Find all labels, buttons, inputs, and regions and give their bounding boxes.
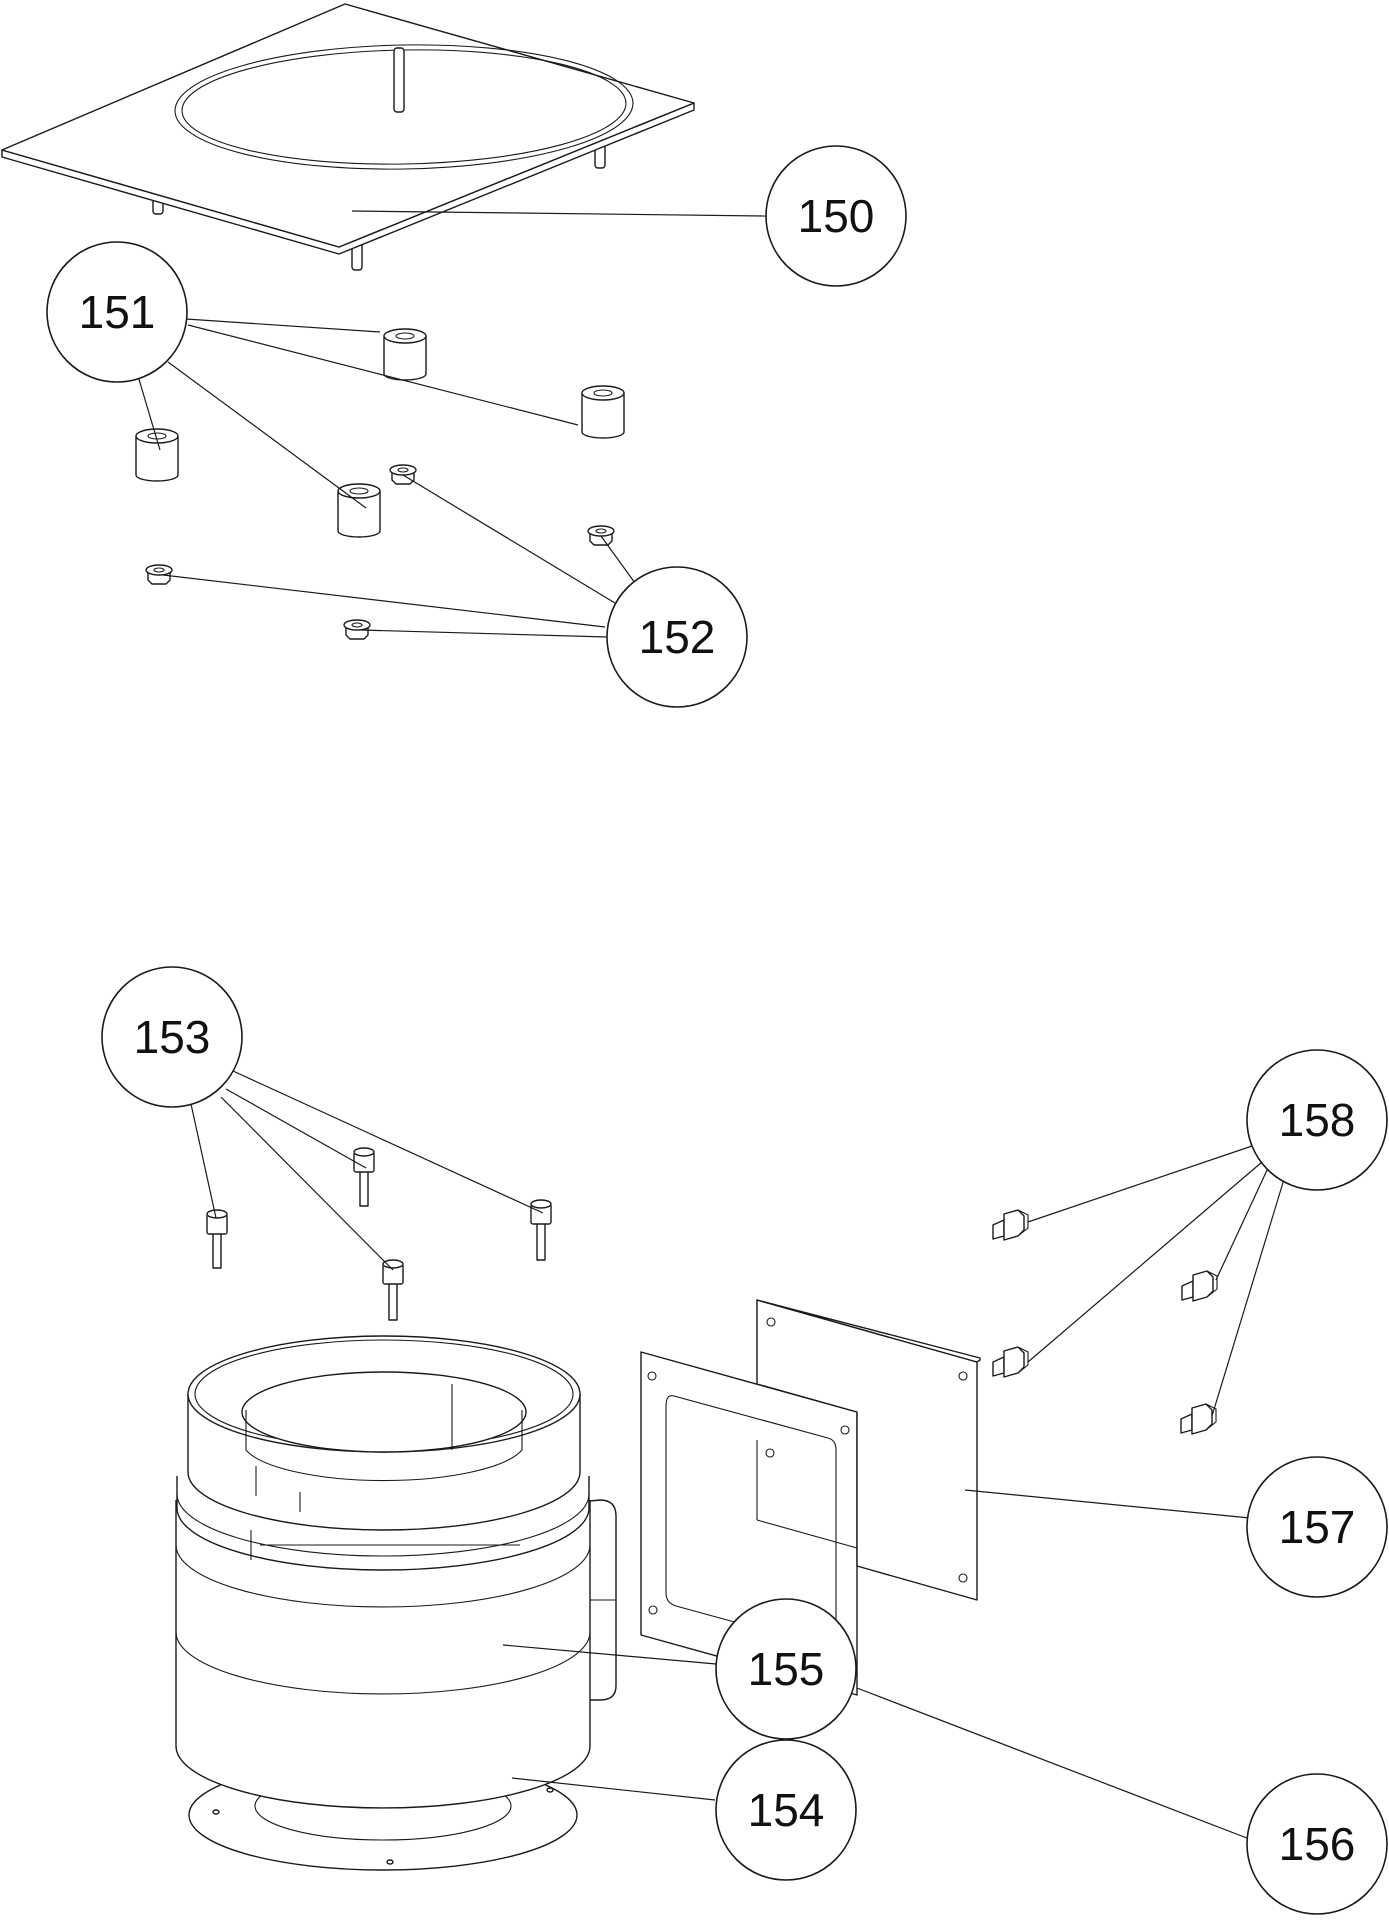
- callout-156: 156: [1246, 1773, 1388, 1915]
- callout-155: 155: [715, 1598, 857, 1740]
- callout-label-150: 150: [798, 190, 875, 242]
- callout-151: 151: [46, 241, 188, 383]
- spacers-part: [135, 328, 625, 538]
- top-plate-part: [1, 3, 695, 271]
- callout-label-157: 157: [1279, 1501, 1356, 1553]
- callout-157: 157: [1246, 1456, 1388, 1598]
- cap-screws-part: [206, 1147, 552, 1321]
- callout-153: 153: [101, 966, 243, 1108]
- cover-plate-part: [756, 1299, 981, 1601]
- main-housing-part: [175, 1335, 617, 1809]
- callout-154: 154: [715, 1739, 857, 1881]
- callout-label-155: 155: [748, 1643, 825, 1695]
- callout-label-158: 158: [1279, 1094, 1356, 1146]
- leader-lines: [137, 210, 1286, 1841]
- callout-152: 152: [606, 566, 748, 708]
- callout-150: 150: [765, 145, 907, 287]
- callout-label-151: 151: [79, 286, 156, 338]
- callout-label-152: 152: [639, 611, 716, 663]
- callout-label-153: 153: [134, 1011, 211, 1063]
- callout-label-156: 156: [1279, 1818, 1356, 1870]
- hex-screws-part: [992, 1209, 1218, 1435]
- callout-158: 158: [1246, 1049, 1388, 1191]
- callout-label-154: 154: [748, 1784, 825, 1836]
